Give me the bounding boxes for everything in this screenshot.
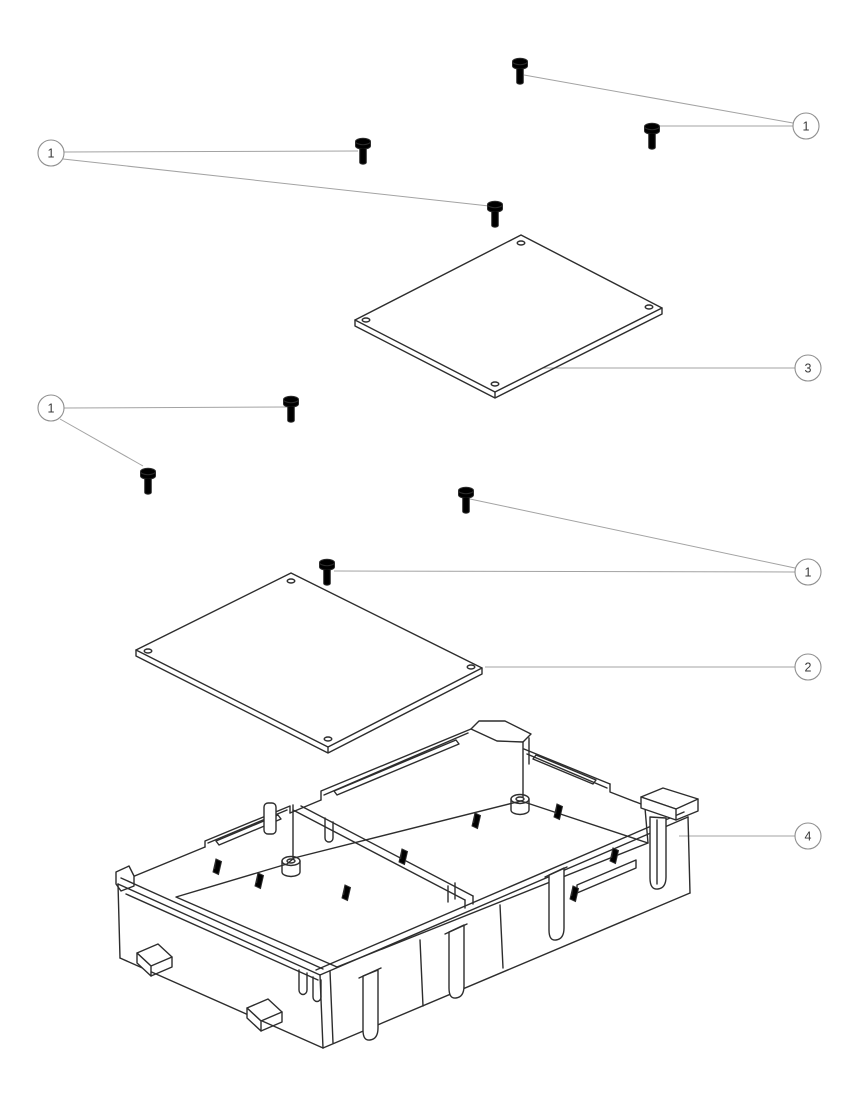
leader-line (63, 150, 359, 153)
balloon-number: 1 (48, 146, 55, 160)
tray-boss (281, 855, 301, 878)
tray-mounting-feet (136, 943, 283, 1032)
tray-back-left-wall (115, 728, 472, 892)
screw-icon (458, 486, 474, 514)
plate-hole (490, 381, 500, 387)
tray-hook-tab (470, 720, 532, 798)
tray-divider-wall (292, 809, 466, 901)
tray-back-right-wall (523, 748, 649, 844)
tray-wall-straps (358, 866, 568, 1041)
balloon-callout-item4: 4 (794, 822, 822, 850)
balloon-callout-item1: 1 (37, 394, 65, 422)
balloon-number: 4 (805, 829, 812, 843)
plate-hole (323, 736, 333, 742)
balloon-callout-item1: 1 (37, 139, 65, 167)
balloon-callouts: 1 1 3 1 1 2 4 (37, 112, 822, 850)
leader-line (523, 74, 794, 124)
leader-line (469, 498, 796, 569)
plate-thickness-edge (354, 307, 663, 399)
balloon-callout-item1: 1 (792, 112, 820, 140)
tray-wall-slot (576, 859, 637, 894)
tray-front-right-wall (315, 811, 691, 1049)
plate-hole (143, 648, 153, 654)
screw-icon (644, 122, 660, 150)
tray-front-left-wall (117, 877, 324, 1049)
balloon-callout-item2: 2 (794, 653, 822, 681)
leader-lines (59, 74, 796, 837)
tray-base-part-4 (115, 720, 699, 1049)
plate-hole (286, 578, 296, 584)
plate-top-face (135, 572, 483, 748)
balloon-number: 1 (805, 565, 812, 579)
balloon-callout-item3: 3 (794, 354, 822, 382)
leader-line (62, 158, 490, 207)
screw-icon (512, 57, 528, 85)
plate-hole (466, 664, 476, 670)
leader-line (333, 570, 796, 573)
balloon-callout-item1: 1 (794, 558, 822, 586)
plate-hole (644, 304, 654, 310)
tray-divider-wall (300, 805, 474, 897)
leader-line (63, 406, 288, 409)
plate-hole (516, 240, 526, 246)
tray-interior (175, 793, 649, 968)
plate-thickness-edge (135, 649, 483, 754)
plate-hole (361, 317, 371, 323)
balloon-number: 1 (48, 401, 55, 415)
balloon-number: 3 (805, 361, 812, 375)
screw-icon (140, 467, 156, 495)
screw-icon (283, 395, 299, 423)
screw-icon (319, 558, 335, 586)
tray-snap-clip (263, 802, 277, 835)
tray-boss (510, 793, 530, 816)
balloon-number: 1 (803, 119, 810, 133)
tray-corner-clip (640, 787, 699, 890)
lower-plate-part-2 (135, 572, 483, 754)
screw-icon (487, 200, 503, 228)
balloon-number: 2 (805, 660, 812, 674)
leader-line (59, 418, 144, 467)
upper-plate-part-3 (354, 234, 663, 399)
